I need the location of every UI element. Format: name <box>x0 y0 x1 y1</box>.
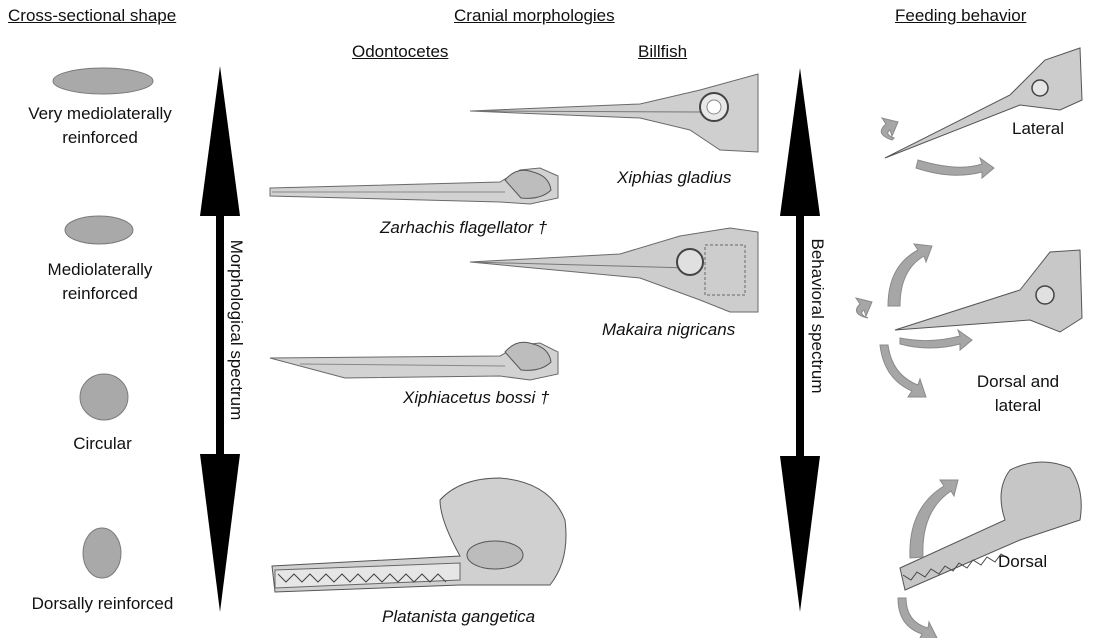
species-xiphias-gladius: Xiphias gladius <box>617 168 731 188</box>
shape-label-circular: Circular <box>0 432 205 456</box>
platanista-skull-image <box>272 478 566 592</box>
behavior-label-dorsal-lateral-line2: lateral <box>958 394 1078 418</box>
ellipse-dorsal <box>83 528 121 578</box>
behavior-label-dorsal: Dorsal <box>998 550 1047 574</box>
shape-label-mediolateral-line2: reinforced <box>0 282 200 306</box>
lateral-motion-arrows <box>881 118 994 178</box>
zarhachis-skull-image <box>270 168 558 204</box>
xiphias-skull-image <box>470 74 758 152</box>
xiphiacetus-skull-image <box>270 342 558 380</box>
shape-label-very-mediolateral-line2: reinforced <box>0 126 200 150</box>
species-platanista-gangetica: Platanista gangetica <box>382 607 535 627</box>
behavior-label-dorsal-lateral: Dorsal and lateral <box>958 370 1078 418</box>
dorsal-feeding-skull-image <box>900 462 1081 590</box>
shape-label-very-mediolateral-line1: Very mediolaterally <box>0 102 200 126</box>
ellipse-very-mediolateral <box>53 68 153 94</box>
dorsal-lateral-feeding-skull-image <box>895 250 1082 332</box>
makaira-skull-image <box>470 228 758 312</box>
species-makaira-nigricans: Makaira nigricans <box>602 320 735 340</box>
species-xiphiacetus-bossi: Xiphiacetus bossi † <box>403 388 549 408</box>
shape-label-mediolateral-line1: Mediolaterally <box>0 258 200 282</box>
behavior-label-dorsal-lateral-line1: Dorsal and <box>958 370 1078 394</box>
lateral-feeding-skull-image <box>885 48 1082 158</box>
morphological-spectrum-label: Morphological spectrum <box>226 230 246 430</box>
ellipse-circular <box>80 374 128 420</box>
species-zarhachis-flagellator: Zarhachis flagellator † <box>380 218 547 238</box>
shape-label-mediolateral: Mediolaterally reinforced <box>0 258 200 306</box>
behavioral-spectrum-label: Behavioral spectrum <box>807 216 827 416</box>
shape-label-very-mediolateral: Very mediolaterally reinforced <box>0 102 200 150</box>
shape-label-dorsal: Dorsally reinforced <box>0 592 205 616</box>
ellipse-mediolateral <box>65 216 133 244</box>
behavior-label-lateral: Lateral <box>1012 117 1064 141</box>
